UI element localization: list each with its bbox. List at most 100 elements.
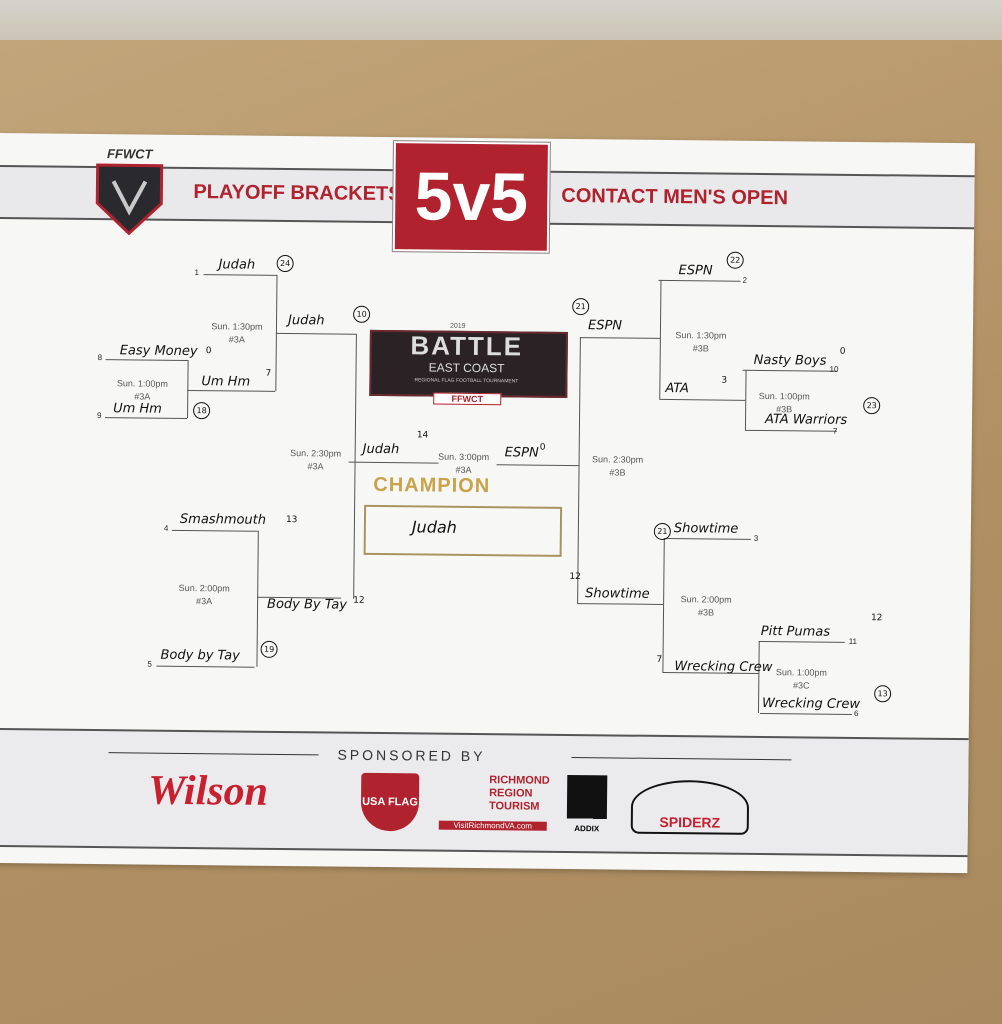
bracket-line bbox=[187, 359, 189, 418]
bracket-line bbox=[759, 712, 852, 715]
bracket-line bbox=[757, 640, 760, 713]
team-score: 0 bbox=[205, 346, 212, 357]
bracket-line bbox=[577, 603, 664, 605]
bracket-line bbox=[744, 369, 747, 430]
bracket-line bbox=[662, 537, 665, 672]
bracket-line bbox=[187, 389, 276, 392]
team-name: Wrecking Crew bbox=[761, 696, 861, 713]
team-score: 19 bbox=[260, 640, 278, 658]
team-name: Smashmouth bbox=[179, 511, 267, 528]
bracket-line bbox=[577, 337, 581, 604]
team-score: 23 bbox=[863, 397, 881, 415]
game-field: #3B bbox=[776, 404, 793, 415]
team-score: 13 bbox=[874, 685, 892, 703]
team-name: Wrecking Crew bbox=[674, 659, 773, 676]
battle-east-coast-logo: 2019 BATTLE EAST COAST REGIONAL FLAG FOO… bbox=[369, 322, 568, 410]
team-score: 13 bbox=[285, 515, 298, 526]
team-name: Um Hm bbox=[201, 374, 251, 390]
bracket-line bbox=[171, 529, 258, 532]
team-name: ATA bbox=[665, 380, 690, 397]
playoff-brackets-title: PLAYOFF BRACKETS bbox=[193, 181, 402, 206]
team-name: Nasty Boys bbox=[753, 352, 827, 369]
game-time: Sun. 1:30pm bbox=[211, 321, 263, 332]
sponsor-spiderz: SPIDERZ bbox=[630, 779, 750, 835]
bracket-line bbox=[659, 279, 662, 399]
game-field: #3A bbox=[455, 464, 472, 475]
game-time: Sun. 2:30pm bbox=[290, 448, 342, 459]
bracket-line bbox=[105, 417, 188, 419]
sponsor-wilson: Wilson bbox=[147, 767, 269, 815]
team-score: 7 bbox=[656, 654, 663, 665]
bracket-line bbox=[658, 279, 741, 282]
division-title: CONTACT MEN'S OPEN bbox=[561, 184, 789, 210]
team-name: ESPN bbox=[678, 263, 713, 279]
bracket-line bbox=[663, 537, 751, 540]
team-name: Body by Tay bbox=[160, 647, 240, 664]
bracket-line bbox=[275, 332, 356, 335]
game-field: #3B bbox=[692, 343, 709, 354]
team-score: 0 bbox=[839, 346, 846, 357]
game-time: Sun. 3:00pm bbox=[438, 451, 490, 463]
game-time: Sun. 1:30pm bbox=[675, 330, 727, 341]
team-score: 7 bbox=[265, 368, 272, 379]
bracket-line bbox=[742, 369, 838, 372]
game-time: Sun. 1:00pm bbox=[775, 667, 827, 678]
bracket-line bbox=[579, 337, 660, 339]
team-name: Judah bbox=[287, 313, 325, 329]
bracket-line bbox=[496, 464, 579, 467]
seed-number: 1 bbox=[194, 268, 200, 278]
seed-number: 5 bbox=[147, 659, 152, 669]
champion-label: CHAMPION bbox=[373, 473, 491, 498]
team-name: ESPN bbox=[587, 318, 623, 334]
bracket-line bbox=[256, 530, 259, 667]
team-score: 21 bbox=[653, 522, 671, 541]
sponsored-by-heading: SPONSORED BY bbox=[337, 746, 486, 765]
game-field: #3C bbox=[792, 680, 810, 691]
team-name: ESPN bbox=[504, 445, 539, 461]
seed-number: 9 bbox=[96, 411, 102, 421]
team-name: Judah bbox=[362, 441, 400, 458]
team-name: Easy Money bbox=[119, 343, 198, 360]
seed-number: 7 bbox=[832, 426, 838, 436]
team-score: 12 bbox=[569, 571, 581, 583]
champion-box bbox=[363, 504, 563, 557]
team-name: Body By Tay bbox=[267, 596, 348, 613]
seed-number: 10 bbox=[829, 364, 839, 374]
seed-number: 2 bbox=[742, 275, 747, 285]
sponsor-addix: ADDIX bbox=[566, 774, 608, 834]
game-field: #3B bbox=[609, 467, 626, 478]
sponsor-usa-flag: USA FLAG bbox=[360, 772, 420, 832]
ffwct-shield-logo: FFWCT bbox=[91, 146, 168, 237]
bracket-line bbox=[105, 359, 188, 361]
bracket-line bbox=[758, 640, 845, 643]
bracket-line bbox=[353, 333, 357, 599]
team-score: 14 bbox=[416, 430, 429, 441]
team-score: 18 bbox=[193, 402, 211, 420]
team-score: 12 bbox=[353, 595, 365, 606]
division-badge: 5v5 bbox=[392, 141, 550, 253]
team-name: Pitt Pumas bbox=[760, 623, 831, 640]
team-score: 0 bbox=[539, 442, 546, 453]
seed-number: 3 bbox=[753, 533, 759, 543]
seed-number: 8 bbox=[97, 353, 103, 363]
game-field: #3A bbox=[307, 461, 324, 472]
game-time: Sun. 2:00pm bbox=[178, 582, 230, 594]
team-score: 21 bbox=[572, 298, 590, 316]
team-score: 10 bbox=[353, 305, 371, 323]
game-field: #3A bbox=[134, 391, 151, 402]
game-time: Sun. 1:00pm bbox=[116, 378, 168, 389]
seed-number: 11 bbox=[848, 636, 858, 647]
team-score: 3 bbox=[721, 375, 728, 386]
sponsor-richmond: RICHMOND REGION TOURISM VisitRichmondVA.… bbox=[438, 774, 550, 831]
team-name: Showtime bbox=[585, 586, 650, 602]
bracket-sheet: FFWCT PLAYOFF BRACKETS 5v5 CONTACT MEN'S… bbox=[0, 133, 975, 874]
team-score: 24 bbox=[276, 254, 294, 273]
team-score: 12 bbox=[870, 613, 883, 624]
team-name: Showtime bbox=[673, 521, 739, 537]
bracket-line bbox=[744, 429, 837, 432]
game-time: Sun. 1:00pm bbox=[758, 390, 810, 402]
game-field: #3B bbox=[697, 607, 715, 618]
team-name: Judah bbox=[218, 257, 256, 273]
seed-number: 4 bbox=[163, 523, 169, 533]
game-time: Sun. 2:30pm bbox=[592, 454, 644, 465]
